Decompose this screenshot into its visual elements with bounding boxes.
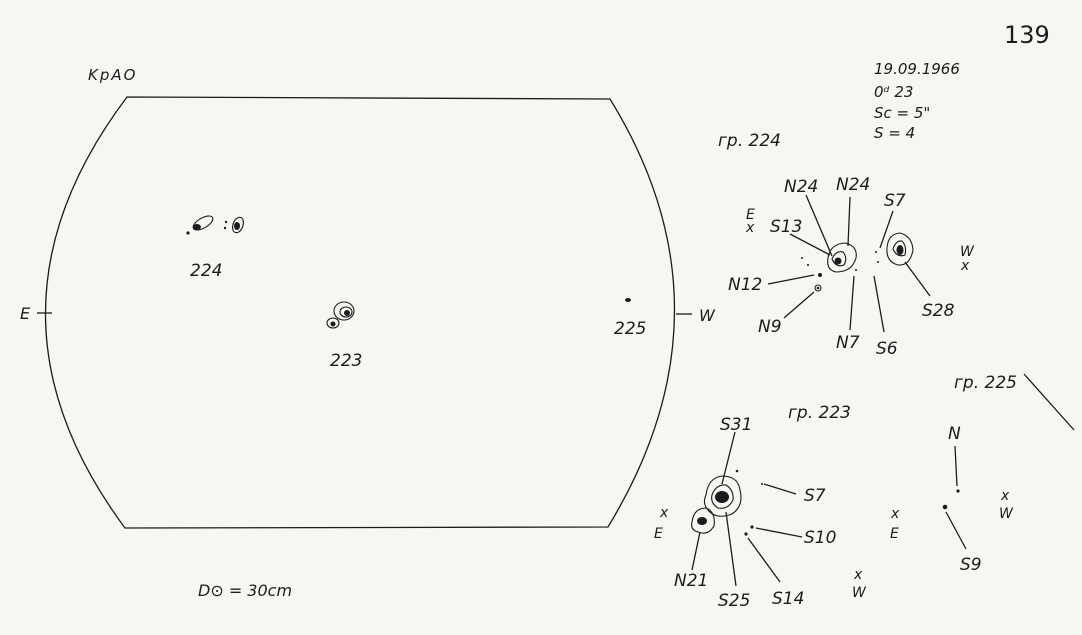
group-223-west-mark: x bbox=[853, 567, 863, 583]
disk-west-label: W bbox=[699, 306, 716, 325]
group-223-label-s25: S25 bbox=[718, 591, 750, 611]
observation-header: 19.09.1966 0ᵈ 23 Sc = 5" S = 4 bbox=[874, 60, 960, 142]
disk-group-223-spots bbox=[326, 301, 355, 329]
group-225-label-n: N bbox=[948, 424, 961, 444]
group-225-sweep-line bbox=[1023, 373, 1075, 431]
group-225-title: гр. 225 bbox=[954, 373, 1017, 393]
disk-group-label-223: 223 bbox=[330, 351, 362, 371]
group-225-label-s9: S9 bbox=[960, 555, 982, 575]
group-225-west-mark: x bbox=[1000, 488, 1010, 504]
observation-date: 19.09.1966 bbox=[874, 60, 960, 78]
group-223-label-s7: S7 bbox=[804, 486, 826, 506]
group-224-label-n9: N9 bbox=[758, 317, 782, 337]
disk-diameter-note: D⊙ = 30cm bbox=[198, 581, 292, 600]
observatory-code: KpAO bbox=[88, 66, 137, 84]
group-224-title: гр. 224 bbox=[718, 131, 781, 151]
group-224-west: W bbox=[960, 244, 975, 260]
observation-time: 0ᵈ 23 bbox=[874, 83, 913, 101]
group-223-label-n21: N21 bbox=[674, 571, 708, 591]
group-224-label-n24-a: N24 bbox=[784, 177, 818, 197]
group-224-detail: гр. 224 E x W x N24 N24 S13 S7 N12 bbox=[718, 131, 975, 359]
group-224-west-mark: x bbox=[960, 258, 970, 274]
disk-group-label-225: 225 bbox=[614, 319, 646, 339]
group-223-label-s14: S14 bbox=[772, 589, 804, 609]
group-223-east: E bbox=[654, 526, 663, 542]
disk-group-224-spots bbox=[186, 215, 244, 235]
group-225-east: E bbox=[890, 526, 899, 542]
group-223-detail: гр. 223 x E x W S31 S7 S10 N21 S25 S14 bbox=[654, 403, 867, 611]
disk-east-label: E bbox=[20, 304, 31, 323]
group-225-detail: гр. 225 x E x W N S9 bbox=[890, 373, 1075, 575]
group-223-title: гр. 223 bbox=[788, 403, 851, 423]
group-223-label-s10: S10 bbox=[804, 528, 836, 548]
group-225-west: W bbox=[999, 506, 1014, 522]
group-224-label-n7: N7 bbox=[836, 333, 860, 353]
group-224-label-n24-b: N24 bbox=[836, 175, 870, 195]
group-225-east-mark: x bbox=[890, 506, 900, 522]
group-224-label-s6: S6 bbox=[876, 339, 898, 359]
group-223-east-mark: x bbox=[659, 505, 669, 521]
sheet-number: 139 bbox=[1004, 21, 1050, 49]
solar-disk-outline bbox=[44, 96, 676, 529]
group-224-label-s28: S28 bbox=[922, 301, 955, 321]
observation-seeing: S = 4 bbox=[874, 124, 915, 142]
group-224-label-s13: S13 bbox=[770, 217, 802, 237]
group-224-east: E bbox=[746, 207, 755, 223]
group-223-west: W bbox=[852, 585, 867, 601]
group-223-label-s31: S31 bbox=[720, 415, 752, 435]
disk-group-225-spot bbox=[625, 298, 631, 302]
disk-group-label-224: 224 bbox=[190, 261, 222, 281]
group-224-label-s7: S7 bbox=[884, 191, 906, 211]
observation-scale: Sc = 5" bbox=[874, 104, 930, 122]
group-224-east-mark: x bbox=[745, 220, 755, 236]
group-224-label-n12: N12 bbox=[728, 275, 762, 295]
